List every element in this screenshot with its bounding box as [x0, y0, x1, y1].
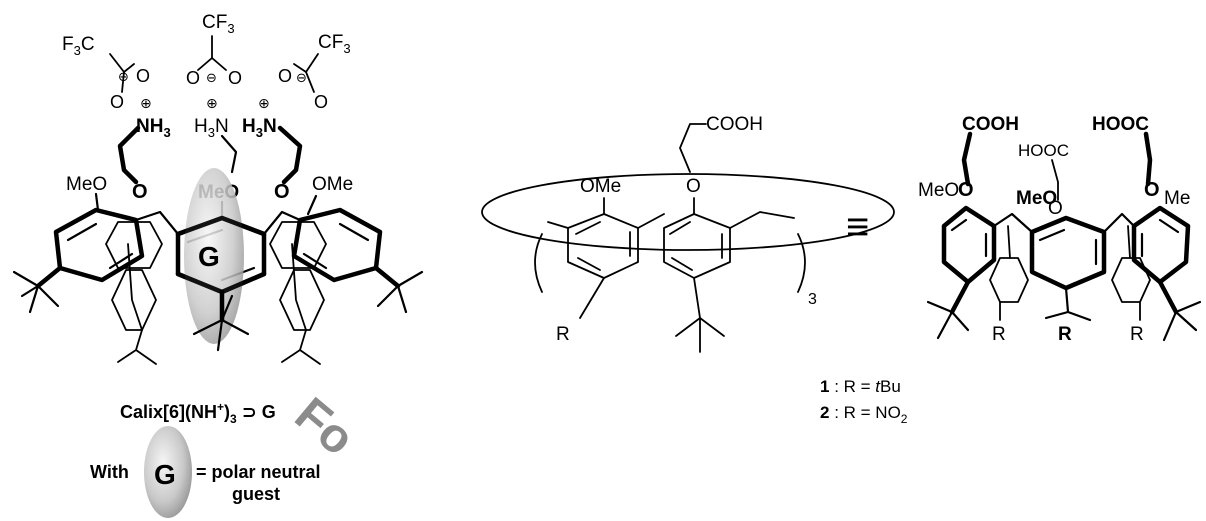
- o-left-right-label: O: [958, 179, 974, 201]
- o-right-label: O: [274, 181, 290, 203]
- svg-text:⊖: ⊖: [206, 70, 217, 85]
- hooc-center-label: HOOC: [1018, 141, 1069, 160]
- svg-text:O: O: [110, 92, 124, 112]
- svg-text:⊖: ⊖: [118, 69, 129, 84]
- meo-center-right-label: MeO: [1016, 188, 1057, 209]
- watermark: Fo: [285, 388, 364, 466]
- legend-guest-symbol: G: [154, 459, 176, 490]
- macrocycle-ellipse: [481, 173, 895, 251]
- cooh-left-label: COOH: [962, 114, 1019, 135]
- o-label: O: [686, 176, 701, 197]
- nh3-left: NH3: [136, 116, 171, 140]
- svg-text:O: O: [278, 66, 292, 86]
- meo-left-right-label: MeO: [918, 180, 959, 201]
- svg-text:O: O: [136, 66, 150, 86]
- svg-text:O: O: [228, 68, 242, 88]
- plus-charge-3: ⊕: [258, 95, 270, 111]
- svg-text:CF3: CF3: [318, 32, 351, 56]
- ome-label: OMe: [580, 176, 621, 197]
- r-label-right-1: R: [992, 324, 1006, 345]
- o-center-right-label: O: [1048, 198, 1063, 219]
- r-label: R: [556, 324, 570, 345]
- hooc-right-label: HOOC: [1092, 114, 1149, 135]
- ome-right-label: OMe: [312, 174, 353, 195]
- me-right-label: Me: [1164, 188, 1190, 209]
- left-structure-caption: Calix[6](NH+)3 ⊃ G: [120, 400, 276, 426]
- legend-desc-line2: guest: [232, 484, 280, 504]
- cooh-label: COOH: [706, 114, 763, 135]
- svg-text:O: O: [314, 92, 328, 112]
- guest-label: G: [198, 241, 220, 272]
- r-label-right-2: R: [1058, 324, 1072, 345]
- o-right-right-label: O: [1144, 179, 1160, 201]
- svg-text:CF3: CF3: [202, 12, 235, 36]
- plus-charge-2: ⊕: [206, 95, 218, 111]
- svg-text:F3C: F3C: [62, 34, 95, 58]
- left-calixarene-structure: F3C O O ⊖ CF3 O O ⊖ CF3 O O ⊖: [12, 12, 424, 365]
- svg-text:⊖: ⊖: [296, 70, 307, 85]
- repeat-subscript: 3: [808, 291, 817, 308]
- r-label-right-3: R: [1130, 324, 1144, 345]
- legend-desc-line1: = polar neutral: [196, 462, 321, 482]
- h3n-right: H3N: [242, 116, 277, 140]
- trifluoroacetate-anion-2: CF3 O O ⊖: [186, 12, 242, 88]
- meo-left-label: MeO: [66, 174, 107, 195]
- legend-guest-ellipse: [144, 426, 192, 518]
- compound-1-definition: 1 : R = tBu: [820, 377, 901, 396]
- legend-with: With: [90, 462, 129, 482]
- svg-text:Fo: Fo: [285, 388, 364, 466]
- guest-ellipse: [184, 168, 244, 344]
- trifluoroacetate-anion-1: F3C O O ⊖: [62, 34, 150, 112]
- trifluoroacetate-anion-3: CF3 O O ⊖: [278, 32, 351, 112]
- middle-repeat-unit-structure: COOH OMe O R 3: [481, 114, 895, 353]
- o-left-label: O: [132, 181, 148, 203]
- compound-2-definition: 2 : R = NO2: [820, 403, 908, 426]
- h3n-middle: H3N: [194, 116, 229, 140]
- plus-charge-1: ⊕: [140, 95, 152, 111]
- equivalence-symbol: ≡: [846, 205, 869, 249]
- svg-text:O: O: [186, 68, 200, 88]
- right-calixarene-structure: COOH HOOC HOOC MeO O MeO O O Me: [918, 114, 1202, 345]
- guest-legend: With G = polar neutral guest: [90, 426, 321, 518]
